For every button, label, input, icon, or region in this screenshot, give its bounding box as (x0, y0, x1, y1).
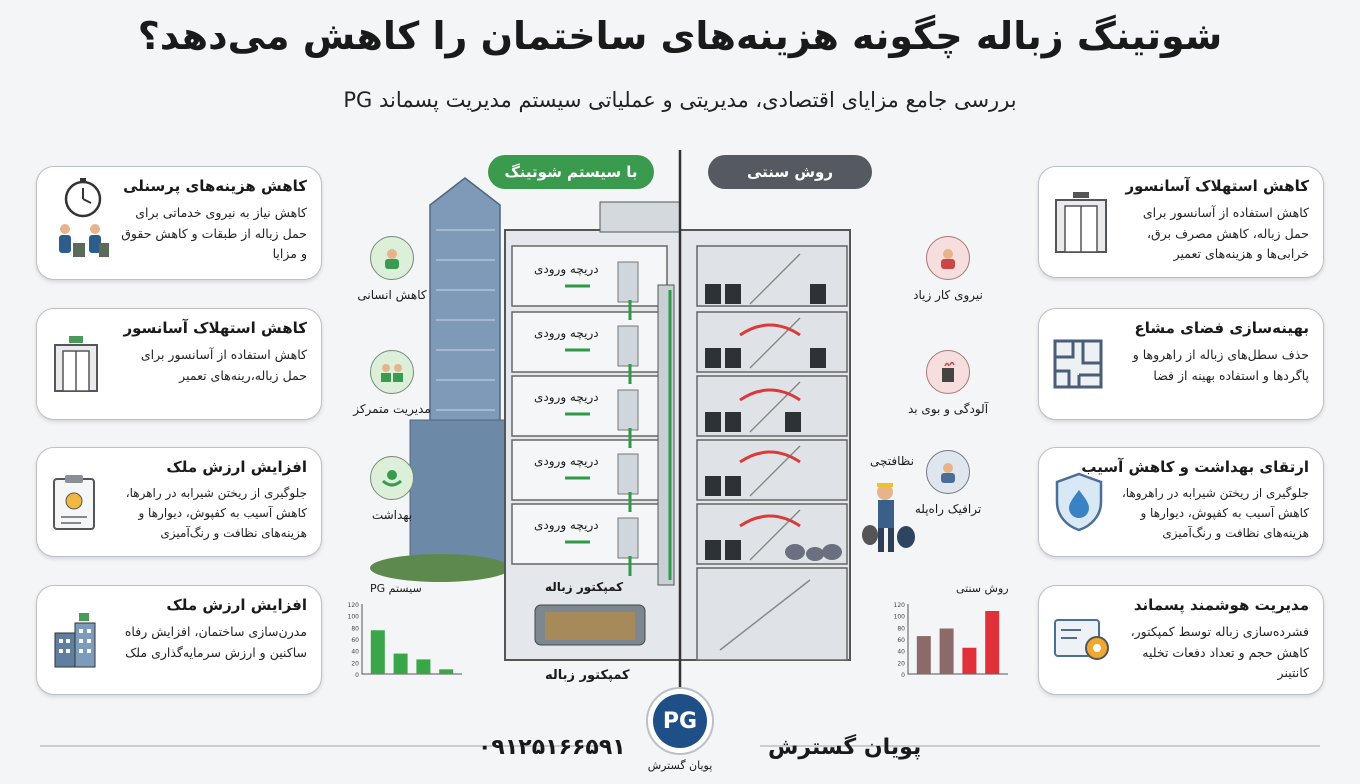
y-tick-label: 60 (897, 637, 905, 644)
card-body: مدرن‌سازی ساختمان، افزایش رفاه ساکنین و … (124, 624, 307, 660)
floor-label: دریچه ورودی (534, 262, 599, 276)
side-label-heavy-labor: نیروی کار زیاد (900, 236, 996, 304)
card-body: کاهش استفاده از آسانسور برای حمل زباله، … (1142, 205, 1309, 262)
y-tick-label: 60 (351, 637, 359, 644)
logo-caption: پویان گسترش (647, 759, 713, 772)
phone-number[interactable]: ۰۹۱۲۵۱۶۶۵۹۱ (478, 735, 626, 760)
card-body: جلوگیری از ریختن شیرابه در راهرها، کاهش … (125, 486, 307, 540)
building-illustration (370, 150, 915, 700)
brand-logo: PG (646, 687, 714, 755)
chart-bar (939, 628, 954, 674)
y-tick-label: 0 (901, 672, 905, 679)
y-tick-label: 20 (897, 660, 905, 667)
chart-bar (985, 611, 1000, 674)
floor-label: دریچه ورودی (534, 390, 599, 404)
chart-pg-system: 0 20 40 60 80 100 120 (348, 602, 462, 679)
page-subtitle: بررسی جامع مزایای اقتصادی، مدیریتی و عمل… (343, 88, 1017, 112)
floor-label: دریچه ورودی (534, 454, 599, 468)
chart-bar (370, 630, 385, 674)
with-system-pill: با سیستم شوتینگ (488, 155, 654, 189)
card-body: کاهش استفاده از آسانسور برای حمل زباله،ر… (140, 347, 307, 383)
y-tick-label: 120 (348, 602, 360, 609)
card-title: کاهش استهلاک آسانسور (123, 319, 307, 337)
compactor-label-below: کمپکتور زباله (545, 668, 630, 683)
chart-bar (416, 659, 431, 674)
card-title: افزایش ارزش ملک (166, 458, 307, 476)
y-tick-label: 0 (355, 672, 359, 679)
cleaner-icon (926, 450, 970, 494)
side-label-text: آلودگی و بوی بد (907, 402, 989, 416)
stopwatch-workers-icon (59, 178, 109, 257)
card-title: ارتقای بهداشت و کاهش آسیب (1081, 458, 1309, 476)
side-label-text: کاهش انسانی (357, 288, 427, 302)
card-elevator-wear-left: کاهش استهلاک آسانسور کاهش استفاده از آسا… (36, 308, 322, 420)
brand-name: پویان گسترش (768, 735, 922, 760)
card-common-space: بهینه‌سازی فضای مشاع حذف سطل‌های زباله ا… (1038, 308, 1324, 420)
y-tick-label: 80 (351, 625, 359, 632)
floor-label: دریچه ورودی (534, 326, 599, 340)
card-title: مدیریت هوشمند پسماند (1133, 596, 1309, 614)
card-body: فشرده‌سازی زباله توسط کمپکتور، کاهش حجم … (1130, 624, 1309, 681)
worker-icon (926, 236, 970, 280)
card-smart-waste: مدیریت هوشمند پسماند فشرده‌سازی زباله تو… (1038, 585, 1324, 695)
side-label-text: بهداشت (371, 508, 413, 522)
y-tick-label: 120 (894, 602, 906, 609)
traditional-pill: روش سنتی (708, 155, 872, 189)
y-tick-label: 80 (897, 625, 905, 632)
y-tick-label: 40 (351, 649, 359, 656)
card-property-value-1: افزایش ارزش ملک جلوگیری از ریختن شیرابه … (36, 447, 322, 557)
floor-label: دریچه ورودی (534, 518, 599, 532)
side-label-text: ترافیک راه‌پله (914, 502, 982, 516)
chart-traditional: 0 20 40 60 80 100 120 (894, 602, 1008, 679)
team-icon (370, 350, 414, 394)
side-label-central-management: مدیریت متمرکز (344, 350, 440, 418)
side-label-text: مدیریت متمرکز (353, 402, 431, 416)
y-tick-label: 20 (351, 660, 359, 667)
hygiene-hands-icon (370, 456, 414, 500)
chart-bar (439, 669, 454, 674)
card-personnel-cost: کاهش هزینه‌های پرسنلی کاهش نیاز به نیروی… (36, 166, 322, 280)
side-label-text: نیروی کار زیاد (913, 288, 983, 302)
floorplan-icon (1053, 339, 1103, 389)
buildings-icon (54, 613, 96, 668)
footer-divider (40, 745, 1320, 747)
chart-bar (962, 647, 977, 674)
trash-smell-icon (926, 350, 970, 394)
card-title: کاهش استهلاک آسانسور (1125, 177, 1309, 195)
card-body: کاهش نیاز به نیروی خدماتی برای حمل زباله… (121, 205, 307, 262)
card-title: افزایش ارزش ملک (166, 596, 307, 614)
y-tick-label: 100 (348, 614, 360, 621)
clipboard-icon (53, 475, 95, 530)
page-title: شوتینگ زباله چگونه هزینه‌های ساختمان را … (137, 14, 1223, 58)
footer: ۰۹۱۲۵۱۶۶۵۹۱ پویان گسترش PG پویان گسترش (0, 687, 1360, 784)
side-label-reduce-labor: کاهش انسانی (344, 236, 440, 304)
card-title: بهینه‌سازی فضای مشاع (1134, 319, 1310, 337)
chart-pg-title: سیستم PG (370, 582, 422, 595)
card-elevator-wear-right: کاهش استهلاک آسانسور کاهش استفاده از آسا… (1038, 166, 1324, 278)
chart-bar (393, 653, 408, 674)
compactor-label-inside: کمپکتور زباله (545, 580, 624, 594)
cleaner-label: نظافتچی (870, 454, 914, 468)
smart-gear-icon (1054, 619, 1109, 660)
side-label-cleaner: ترافیک راه‌پله (900, 450, 996, 518)
side-label-pollution: آلودگی و بوی بد (900, 350, 996, 418)
side-label-hygiene: بهداشت (344, 456, 440, 524)
y-tick-label: 100 (894, 614, 906, 621)
card-body: جلوگیری از ریختن شیرابه در راهروها، کاهش… (1121, 486, 1309, 540)
card-title: کاهش هزینه‌های پرسنلی (123, 177, 307, 195)
card-property-value-2: افزایش ارزش ملک مدرن‌سازی ساختمان، افزای… (36, 585, 322, 695)
shield-drop-icon (1055, 472, 1103, 532)
chart-bar (916, 636, 931, 674)
worker-icon (370, 236, 414, 280)
card-body: حذف سطل‌های زباله از راهروها و پاگردها و… (1132, 347, 1309, 383)
elevator-icon (1055, 192, 1107, 253)
logo-text: PG (653, 694, 707, 748)
card-hygiene: ارتقای بهداشت و کاهش آسیب جلوگیری از ریخ… (1038, 447, 1324, 557)
chart-traditional-title: روش سنتی (956, 582, 1009, 595)
elevator-icon (54, 336, 98, 392)
y-tick-label: 40 (897, 649, 905, 656)
